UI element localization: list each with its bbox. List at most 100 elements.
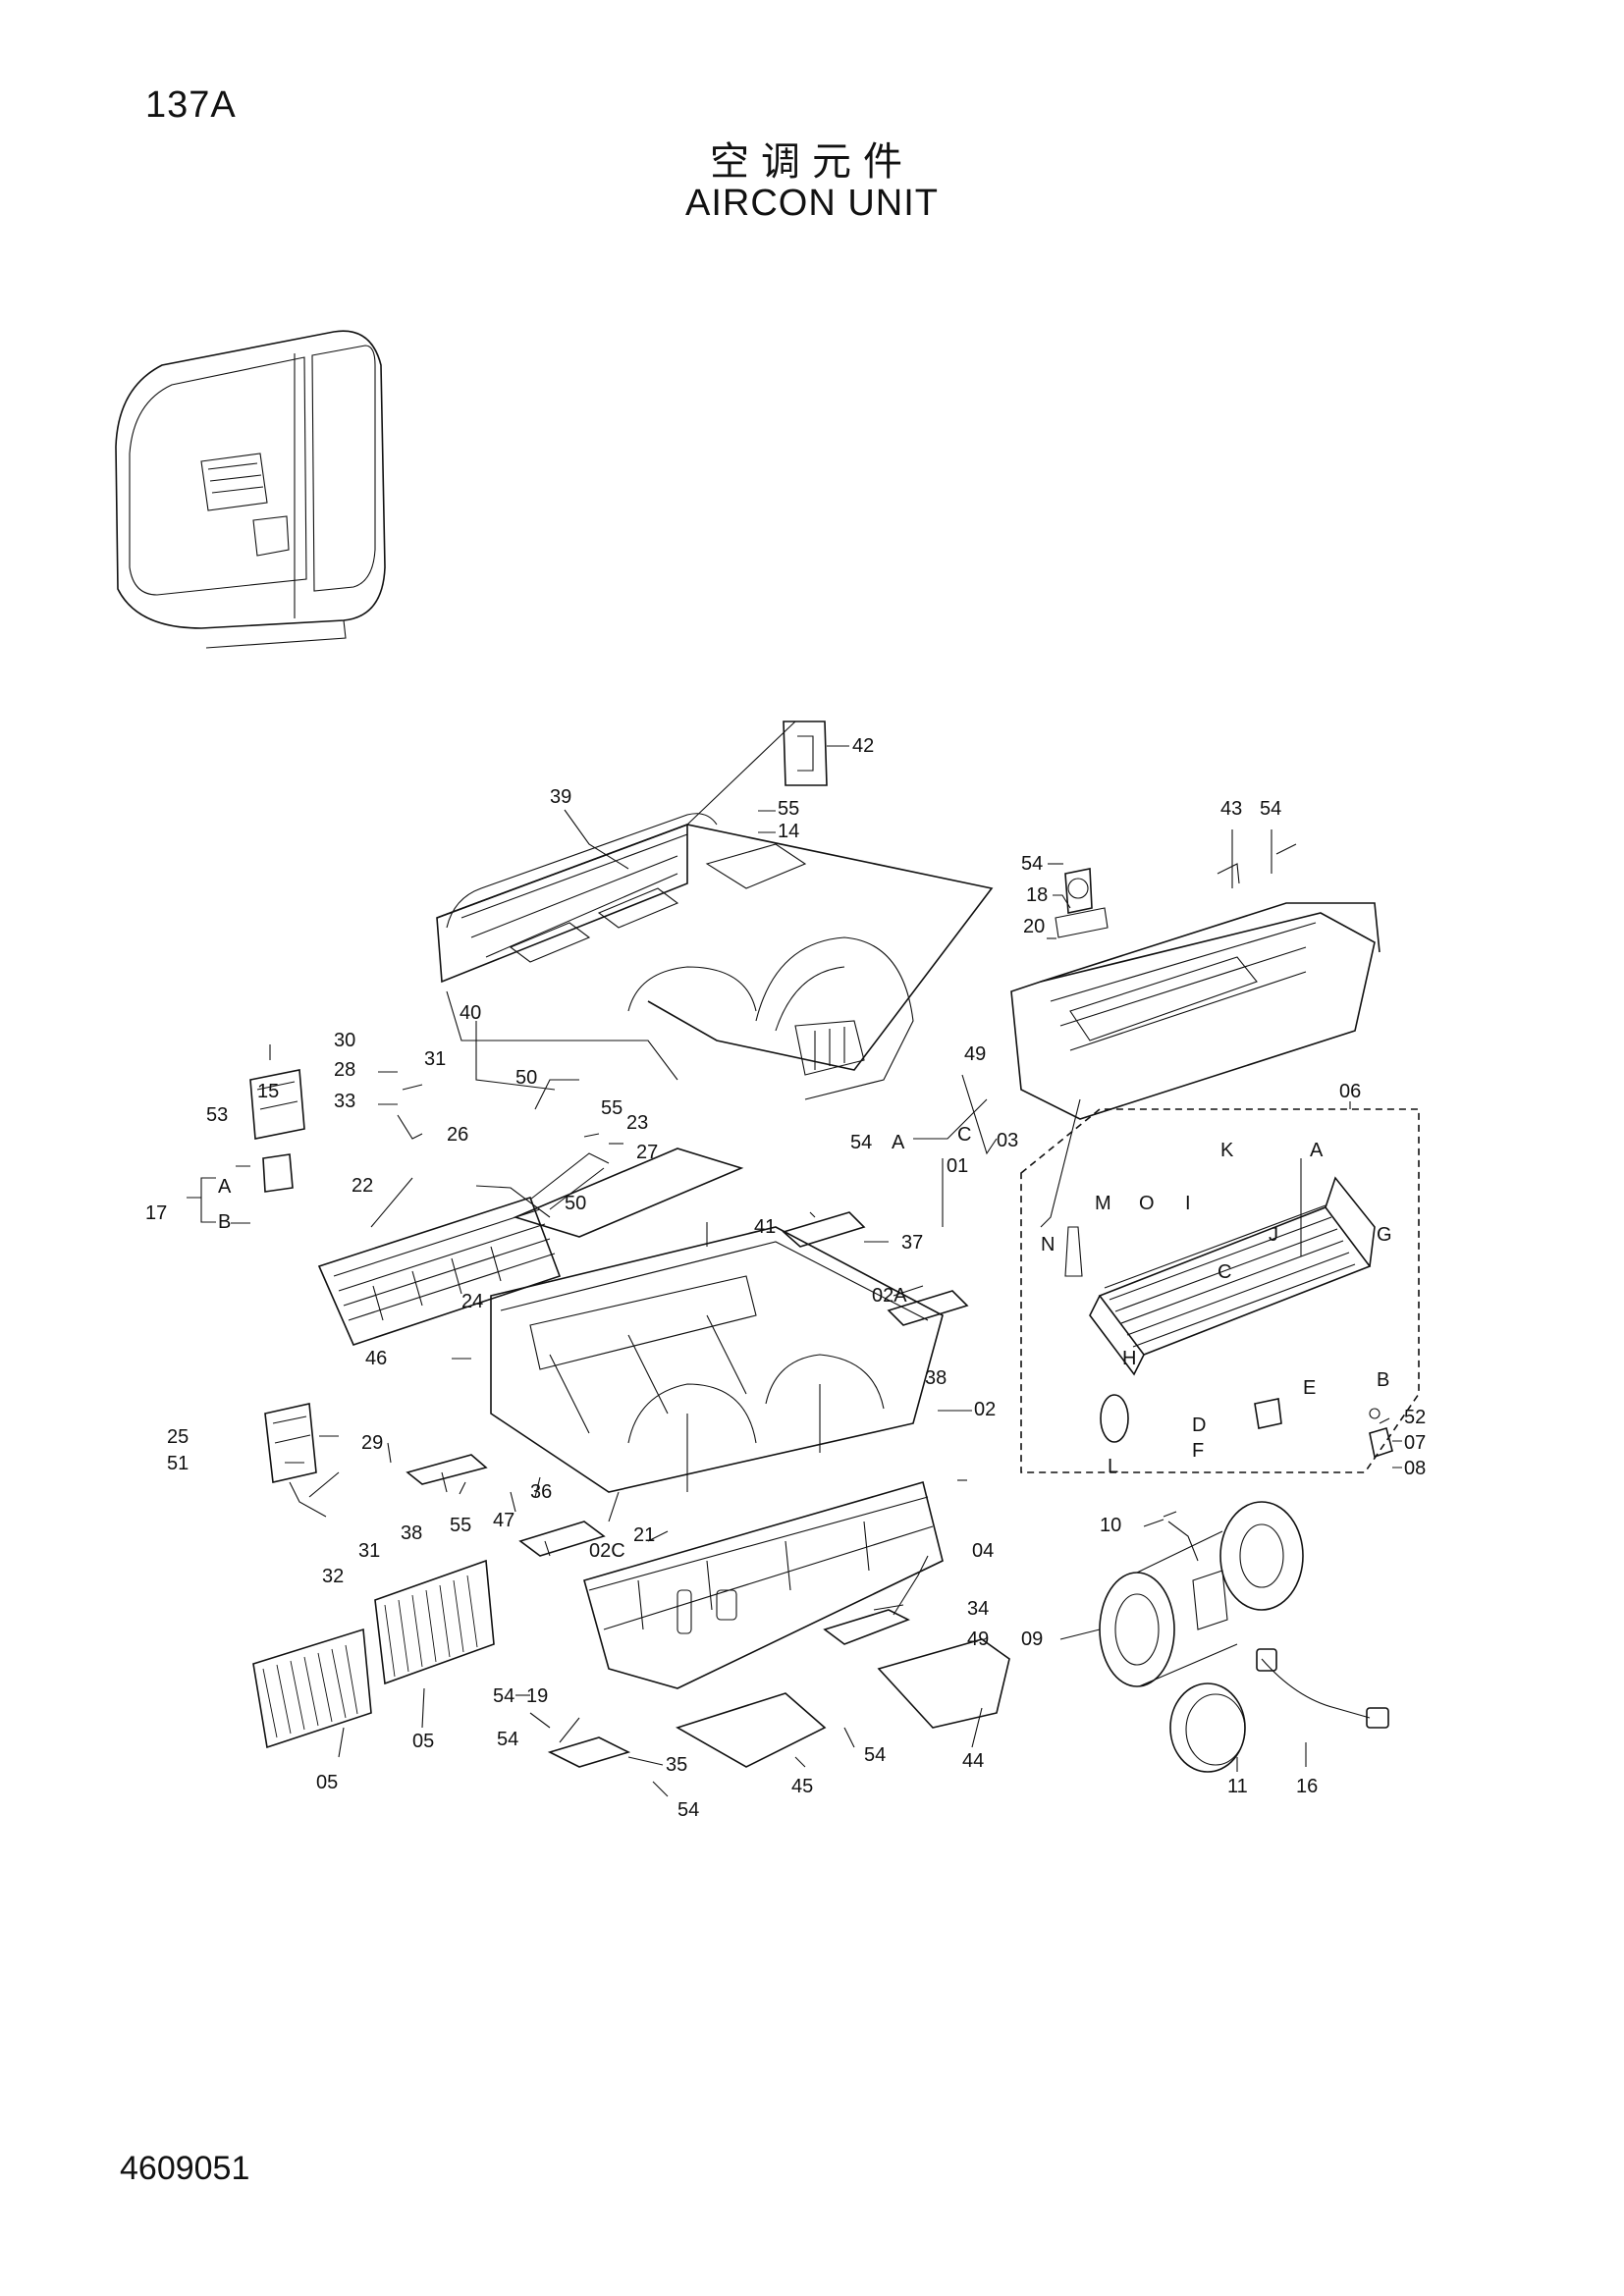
callout-35: 35 [666, 1754, 687, 1776]
callout-20: 20 [1023, 916, 1045, 937]
part-02-main-housing [490, 1226, 944, 1493]
callout-07: 07 [1404, 1432, 1426, 1454]
callout-45: 45 [791, 1776, 813, 1797]
part-04-lower-case [583, 1481, 944, 1689]
callout-30: 30 [334, 1030, 355, 1051]
callout-39: 39 [550, 786, 571, 808]
callout-55: 55 [450, 1515, 471, 1536]
part-39-upper-case [436, 813, 994, 1100]
callout-B: B [218, 1211, 231, 1233]
callout-22: 22 [352, 1175, 373, 1197]
callout-16: 16 [1296, 1776, 1318, 1797]
part-07-08-valve [1369, 1408, 1393, 1459]
callout-02A: 02A [872, 1285, 907, 1307]
inset-label-G: G [1377, 1224, 1392, 1246]
callout-03: 03 [997, 1130, 1018, 1151]
callout-32: 32 [322, 1566, 344, 1587]
callout-02C: 02C [589, 1540, 625, 1562]
part-10-sensor [1163, 1511, 1199, 1562]
part-25-actuator [264, 1403, 340, 1518]
callout-54: 54 [497, 1729, 518, 1750]
inset-label-C: C [1218, 1261, 1231, 1283]
part-27-plate [513, 1148, 744, 1238]
callout-54: 54 [1260, 798, 1281, 820]
part-22-evaporator [317, 1152, 610, 1346]
callout-52: 52 [1404, 1407, 1426, 1428]
inset-label-A: A [1310, 1140, 1324, 1161]
callout-05: 05 [316, 1772, 338, 1793]
part-16-harness [1256, 1648, 1389, 1729]
inset-label-K: K [1220, 1140, 1234, 1161]
bracket-parts [406, 1211, 1010, 1768]
callout-labels: 42 55 14 39 43 54 54 18 20 40 30 28 31 1… [145, 735, 1426, 1821]
callout-11: 11 [1227, 1776, 1248, 1797]
callout-49: 49 [964, 1043, 986, 1065]
callout-47: 47 [493, 1510, 514, 1531]
callout-38: 38 [925, 1367, 947, 1389]
title-english: AIRCON UNIT [685, 183, 939, 224]
callout-49: 49 [967, 1629, 989, 1650]
callout-14: 14 [778, 821, 799, 842]
callout-01: 01 [947, 1155, 968, 1177]
callout-29: 29 [361, 1432, 383, 1454]
inset-label-F: F [1192, 1440, 1204, 1462]
callout-06: 06 [1339, 1081, 1361, 1102]
callout-54: 54 [493, 1685, 514, 1707]
document-number: 4609051 [120, 2150, 250, 2187]
callout-40: 40 [460, 1002, 481, 1024]
callout-37: 37 [901, 1232, 923, 1254]
callout-C: C [957, 1124, 971, 1146]
callout-33: 33 [334, 1091, 355, 1112]
callout-21: 21 [633, 1524, 655, 1546]
callout-25: 25 [167, 1426, 189, 1448]
part-09-blower-motor [1099, 1501, 1304, 1687]
inset-label-H: H [1122, 1348, 1136, 1369]
callout-19: 19 [526, 1685, 548, 1707]
callout-04: 04 [972, 1540, 994, 1562]
callout-02: 02 [974, 1399, 996, 1420]
callout-50: 50 [565, 1193, 586, 1214]
callout-55: 55 [778, 798, 799, 820]
callout-28: 28 [334, 1059, 355, 1081]
callout-A: A [892, 1132, 905, 1153]
callout-41: 41 [754, 1216, 776, 1238]
callout-50: 50 [515, 1067, 537, 1089]
title-chinese: 空调元件 [710, 139, 914, 185]
part-05-filter-right [374, 1559, 495, 1685]
callout-18: 18 [1026, 884, 1048, 906]
callout-23: 23 [626, 1112, 648, 1134]
cab-locator-illustration [115, 330, 386, 649]
inset-label-I: I [1185, 1193, 1191, 1214]
callout-36: 36 [530, 1481, 552, 1503]
callout-44: 44 [962, 1750, 984, 1772]
callout-54: 54 [1021, 853, 1043, 875]
part-17-control-module [249, 1069, 305, 1193]
callout-54: 54 [850, 1132, 872, 1153]
callout-31: 31 [424, 1048, 446, 1070]
inset-label-J: J [1269, 1224, 1278, 1246]
callout-A: A [218, 1176, 232, 1198]
callout-27: 27 [636, 1142, 658, 1163]
part-05-filter-left [252, 1628, 372, 1749]
callout-51: 51 [167, 1453, 189, 1474]
callout-08: 08 [1404, 1458, 1426, 1479]
callout-46: 46 [365, 1348, 387, 1369]
callout-26: 26 [447, 1124, 468, 1146]
inset-label-N: N [1041, 1234, 1055, 1255]
inset-label-B: B [1377, 1369, 1389, 1391]
callout-31: 31 [358, 1540, 380, 1562]
leader-lines [187, 721, 1402, 1797]
inset-label-D: D [1192, 1415, 1206, 1436]
callout-55: 55 [601, 1097, 623, 1119]
callout-54: 54 [864, 1744, 886, 1766]
callout-43: 43 [1220, 798, 1242, 820]
inset-label-L: L [1108, 1456, 1118, 1477]
part-06-inset-box [1020, 1108, 1420, 1473]
callout-05: 05 [412, 1731, 434, 1752]
inset-label-O: O [1139, 1193, 1155, 1214]
callout-10: 10 [1100, 1515, 1121, 1536]
callout-17: 17 [145, 1202, 167, 1224]
part-03-duct [1010, 843, 1380, 1120]
callout-42: 42 [852, 735, 874, 757]
callout-34: 34 [967, 1598, 989, 1620]
